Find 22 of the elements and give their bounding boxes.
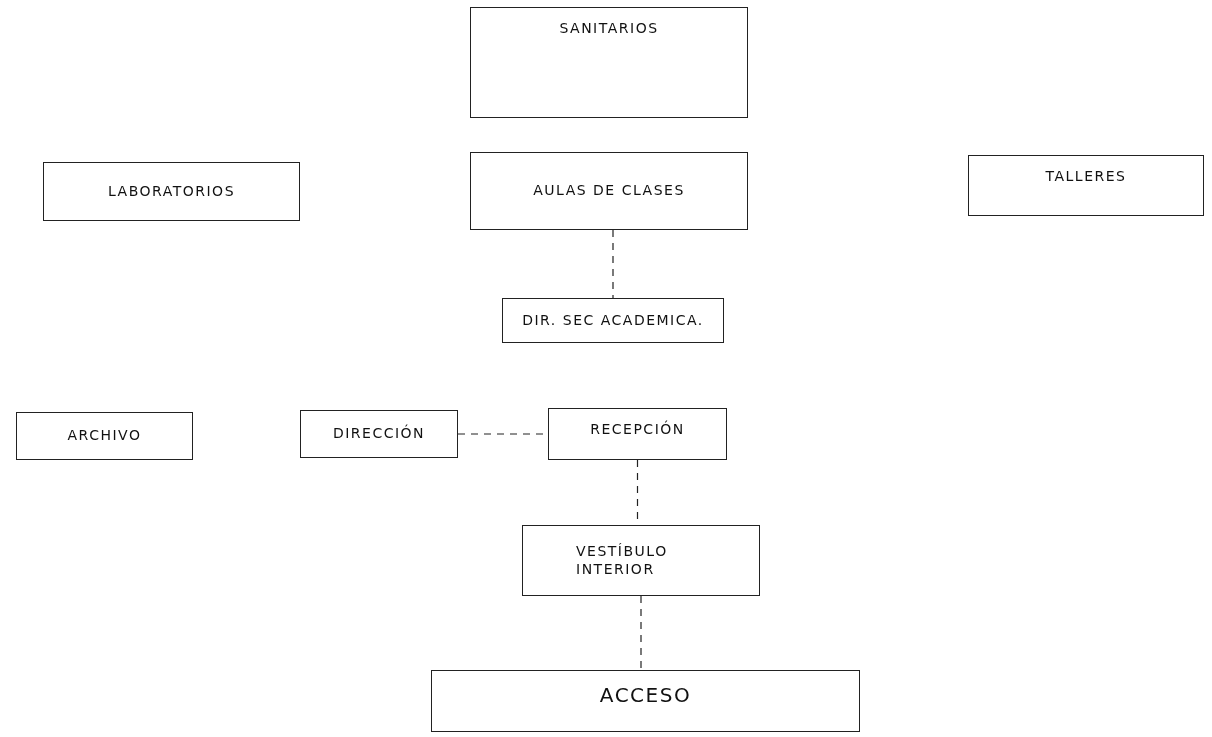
room-box bbox=[522, 525, 760, 596]
room-label: TALLERES bbox=[1045, 168, 1127, 186]
room-box bbox=[548, 408, 727, 460]
room-label: SANITARIOS bbox=[559, 20, 659, 38]
room-box bbox=[431, 670, 860, 732]
room-label: ARCHIVO bbox=[67, 427, 142, 445]
connector-line bbox=[640, 595, 642, 671]
room-label: LABORATORIOS bbox=[107, 182, 236, 201]
room-box bbox=[300, 410, 458, 458]
room-box bbox=[470, 152, 748, 230]
room-label: AULAS DE CLASES bbox=[533, 182, 685, 200]
room-box bbox=[43, 162, 300, 221]
room-box bbox=[968, 155, 1204, 216]
room-label: RECEPCIÓN bbox=[590, 421, 685, 439]
room-box bbox=[470, 7, 748, 118]
room-label: VESTÍBULO INTERIOR bbox=[576, 543, 669, 578]
room-box bbox=[16, 412, 193, 460]
room-label: DIRECCIÓN bbox=[332, 425, 426, 443]
room-box bbox=[502, 298, 724, 343]
room-label: DIR. SEC ACADEMICA. bbox=[522, 311, 704, 330]
connector-line bbox=[612, 229, 614, 299]
room-label: ACCESO bbox=[599, 683, 692, 708]
